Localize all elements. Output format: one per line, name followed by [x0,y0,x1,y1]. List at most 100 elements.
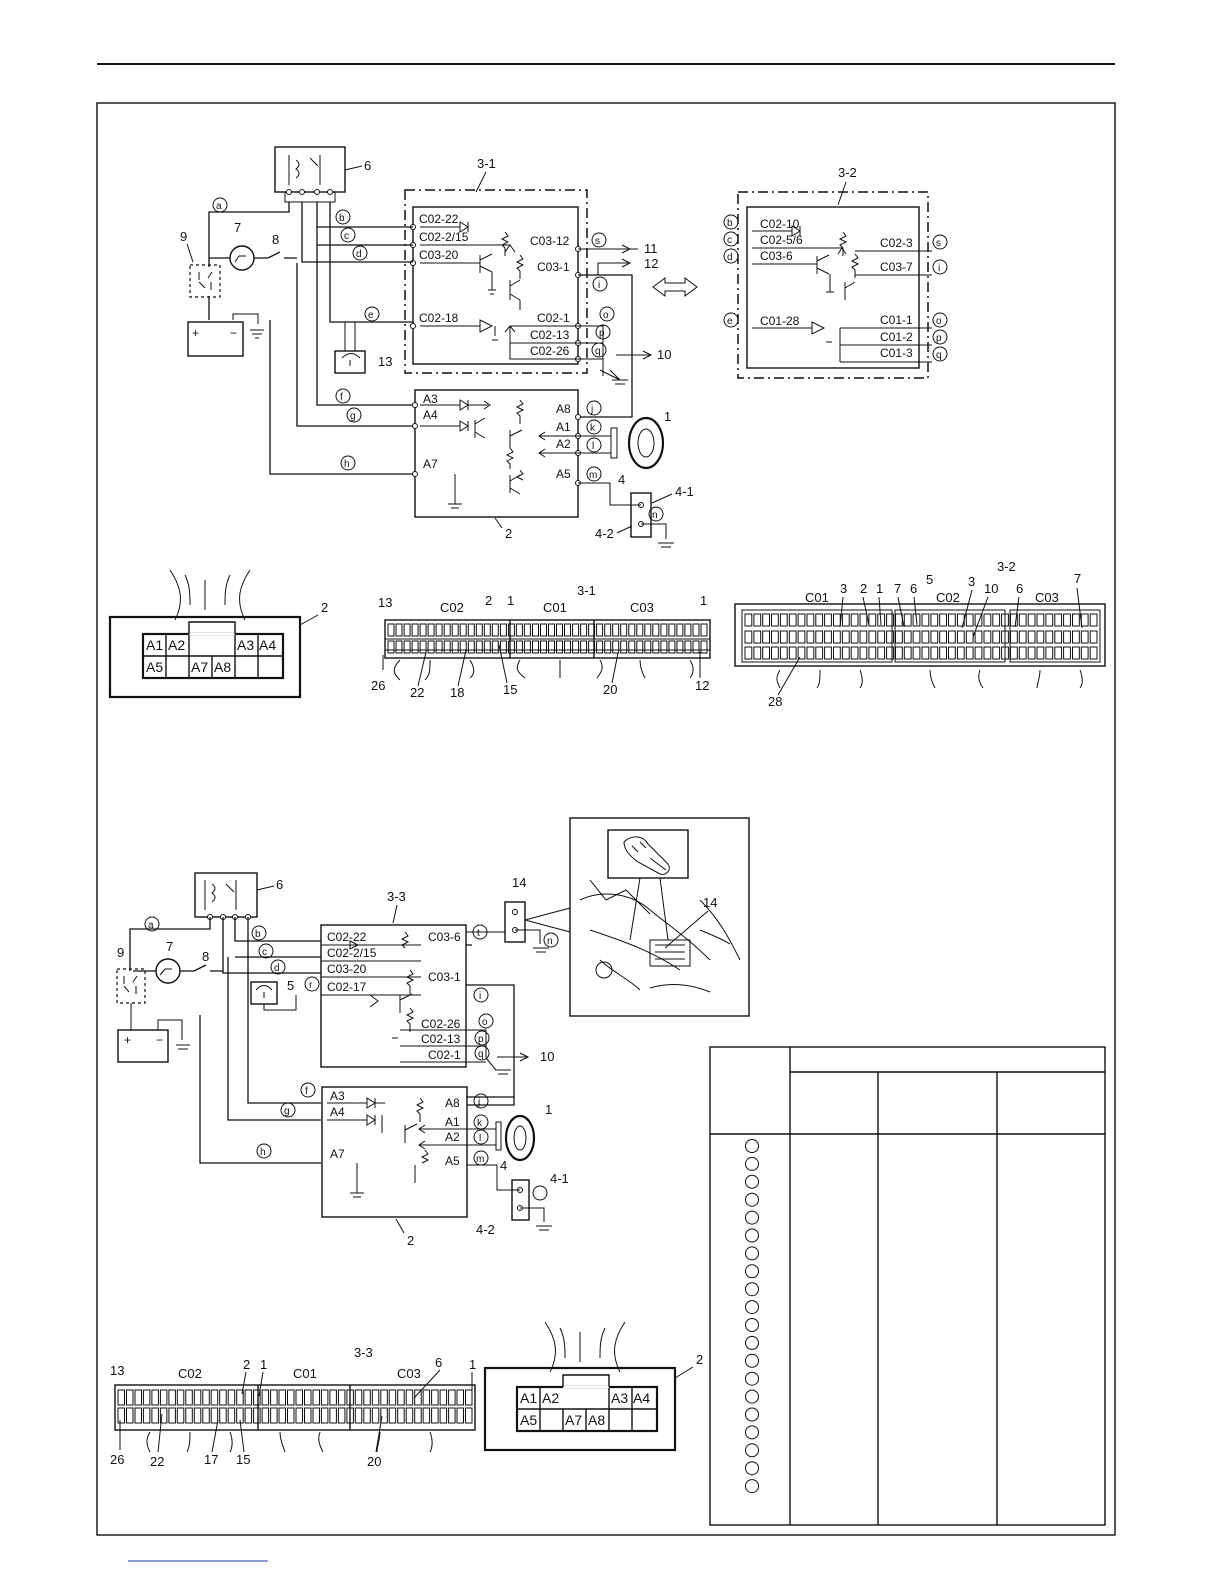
svg-text:26: 26 [110,1452,124,1467]
connector-cavity [253,1407,261,1424]
connector-cavity [244,1407,253,1424]
table-row-marker [745,1371,759,1386]
svg-text:A3: A3 [237,637,254,653]
svg-text:A4: A4 [330,1105,345,1119]
connector-cavity [948,630,956,644]
connector-cavity [868,646,877,660]
connector-cavity [1072,613,1080,627]
connector-cavity [676,640,684,654]
connector-cavity [1010,646,1018,660]
marker-k: k [586,419,602,435]
svg-text:C03-7: C03-7 [880,260,913,274]
svg-text:a: a [216,201,222,212]
svg-text:6: 6 [276,877,283,892]
circuit-table [709,1046,1106,1526]
conn-4-1-label: 4-1 [675,484,694,499]
table-row-marker [745,1192,759,1207]
table-row-marker [745,1443,759,1458]
svg-text:k: k [477,1118,483,1129]
module-connector-bottom: A1 A2 A3 A4 A5 A7 A8 2 [483,1321,703,1452]
connector-cavity [1027,613,1036,627]
connector-cavity [596,623,604,637]
connector-cavity [467,623,475,637]
connector-cavity [636,640,644,654]
pin-c03-12: C03-12 [530,234,570,248]
svg-text:3: 3 [968,574,975,589]
connector-cavity [134,1407,142,1424]
connector-cavity [193,1389,202,1406]
connector-cavity [405,1407,414,1424]
connector-cavity [1089,646,1098,660]
connector-cavity [644,640,652,654]
connector-cavity [771,646,779,660]
pin-c02-26: C02-26 [530,344,570,358]
connector-cavity [475,623,483,637]
connector-cavity [859,630,868,644]
connector-cavity [1018,630,1027,644]
connector-cavity [850,646,859,660]
svg-text:3-2: 3-2 [997,559,1016,574]
connector-cavity [612,623,620,637]
connector-cavity [443,623,451,637]
ecm-3-2-label: 3-2 [838,165,857,180]
svg-text:C02-5/6: C02-5/6 [760,233,803,247]
svg-text:p: p [936,333,942,344]
connector-cavity [779,646,788,660]
svg-text:n: n [652,510,658,521]
connector-cavity [1045,646,1054,660]
connector-cavity [405,1389,414,1406]
connector-cavity [877,613,886,627]
connector-cavity [427,623,435,637]
connector-cavity [117,1407,125,1424]
table-row-marker [745,1407,759,1422]
svg-text:6: 6 [1016,581,1023,596]
connector-cavity [1089,613,1098,627]
svg-text:A3: A3 [330,1089,345,1103]
marker-h: h [340,455,356,471]
sensor-13-label: 13 [378,354,392,369]
connector-cavity [580,623,588,637]
connector-cavity [983,613,992,627]
connector-cavity [700,623,708,637]
ecm-connector-3-3: 13 C02 2 1 C01 3-3 C03 6 1 26 22 17 15 2… [110,1345,476,1469]
coil-1-label: 1 [664,409,671,424]
svg-text:q: q [595,346,601,357]
connector-cavity [532,640,539,654]
connector-cavity [841,646,850,660]
svg-text:15: 15 [503,682,517,697]
table-row-marker [745,1318,759,1332]
svg-text:C01-2: C01-2 [880,330,913,344]
connector-cavity [435,623,443,637]
connector-cavity [744,646,753,660]
connector-cavity [151,1389,159,1406]
bottom-schematic: 6 3-3 C02-22 C02-2/15 C03-20 C02-17 C03-… [116,817,750,1248]
table-row-marker [745,1174,759,1189]
connector-cavity [956,630,965,644]
table-row-marker [745,1479,759,1494]
connector-cavity [886,646,894,660]
svg-text:d: d [727,252,733,263]
connector-cavity [1054,630,1063,644]
svg-text:13: 13 [110,1363,124,1378]
connector-cavity [253,1389,261,1406]
svg-text:b: b [255,929,261,940]
connector-cavity [850,613,859,627]
svg-text:m: m [476,1154,484,1165]
conn-4-2-label: 4-2 [595,526,614,541]
connector-cavity [117,1389,125,1406]
svg-text:i: i [938,263,940,274]
connector-cavity [912,613,921,627]
connector-cavity [815,630,824,644]
svg-text:4: 4 [500,1158,507,1173]
connector-cavity [744,613,753,627]
connector-cavity [1054,613,1063,627]
connector-cavity [270,1407,278,1424]
connector-cavity [859,646,868,660]
connector-cavity [435,640,443,654]
connector-cavity [403,640,411,654]
connector-cavity [965,646,974,660]
connector-cavity [210,1407,219,1424]
connector-cavity [261,1407,270,1424]
connector-cavity [380,1389,388,1406]
svg-text:26: 26 [371,678,385,693]
